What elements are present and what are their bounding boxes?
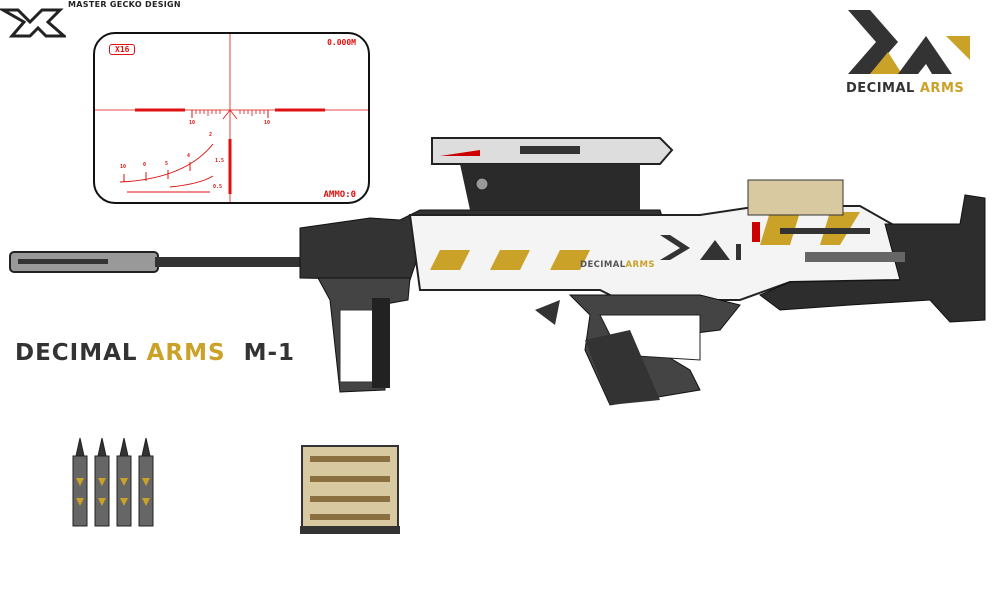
reticle-label-right: 10 [264,120,271,126]
marking-word-decimal: DECIMAL [580,260,626,270]
logo-word-arms: ARMS [919,81,965,96]
logo-word-decimal: DECIMAL [846,81,915,96]
weapon-marking: DECIMALARMS [580,260,655,270]
drop-label: 0 [143,162,147,168]
marking-word-arms: ARMS [625,260,655,270]
drop-label: 0.5 [213,184,223,190]
drop-label: 1.5 [215,158,225,164]
title-word-decimal: DECIMAL [15,340,138,366]
studio-logo [0,8,66,38]
drop-label: 4 [187,153,191,159]
decimal-arms-logo [848,10,970,74]
cartridges-illustration [72,438,154,527]
decimal-arms-logo-text: DECIMAL ARMS [846,81,964,96]
drop-label: 5 [165,161,169,167]
scope-reticle-panel: X16 0.000M AMMO:0 10 10 10 0 5 4 2 1.5 0… [93,32,370,204]
zoom-level-badge: X16 [109,44,136,55]
drop-label: 2 [209,132,213,138]
title-model: M-1 [243,340,296,366]
reticle-label-left: 10 [189,120,196,126]
range-readout: 0.000M [327,38,356,47]
ammo-readout: AMMO:0 [323,190,356,200]
rifle-illustration [9,137,986,406]
studio-name: MASTER GECKO DESIGN [68,0,181,9]
drop-label: 10 [120,164,127,170]
title-word-arms: ARMS [146,340,226,366]
weapon-title: DECIMAL ARMS M-1 [15,340,295,366]
reticle-graphic [95,34,368,202]
magazine-illustration [300,445,400,534]
